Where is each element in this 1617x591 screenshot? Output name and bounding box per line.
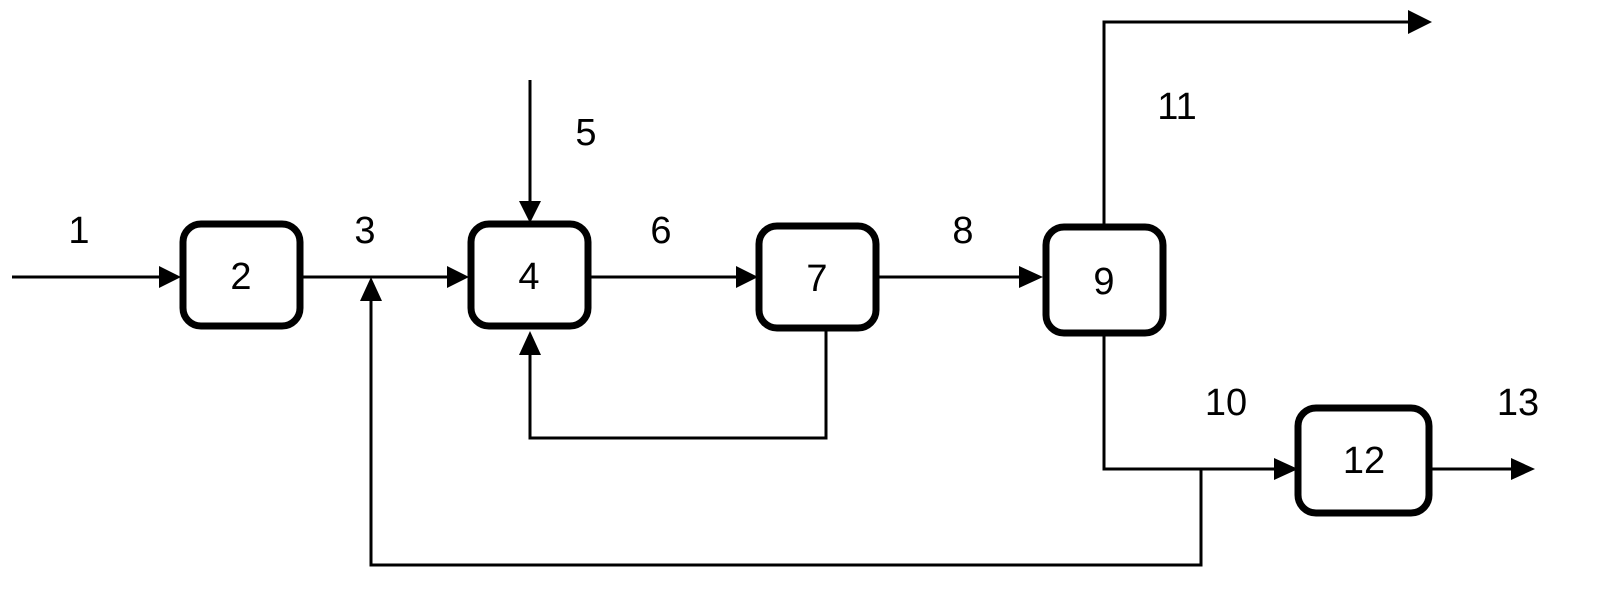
stream-8-arrowhead	[1019, 266, 1043, 288]
block-4-label: 4	[518, 256, 539, 298]
stream-3-label: 3	[354, 210, 375, 252]
stream-3-arrowhead	[447, 266, 469, 288]
stream-13-label: 13	[1497, 382, 1539, 424]
stream-11-arrowhead	[1408, 10, 1432, 34]
block-9-label: 9	[1093, 261, 1114, 303]
block-7	[755, 222, 880, 332]
stream-5-label: 5	[575, 112, 596, 154]
internal-recycle-arrowhead	[519, 331, 541, 355]
block-2-label: 2	[230, 256, 251, 298]
stream-11-label: 11	[1157, 86, 1196, 128]
block-12	[1294, 404, 1433, 517]
block-4	[467, 220, 592, 330]
outer-recycle-line	[369, 297, 1203, 567]
stream-8-label: 8	[952, 210, 973, 252]
outer-recycle-arrowhead	[360, 277, 382, 301]
stream-5-arrowhead	[519, 201, 541, 223]
stream-11-line	[1102, 20, 1412, 224]
stream-6-arrowhead	[736, 266, 758, 288]
stream-10-line	[1102, 335, 1282, 471]
stream-6-label: 6	[650, 210, 671, 252]
stream-1-arrowhead	[159, 266, 181, 288]
block-9	[1042, 223, 1167, 337]
block-12-label: 12	[1343, 440, 1385, 482]
block-2	[179, 220, 304, 330]
stream-1-label: 1	[68, 210, 89, 252]
stream-10-arrowhead	[1274, 458, 1298, 480]
stream-13-arrowhead	[1511, 458, 1535, 480]
internal-recycle-line	[528, 331, 828, 440]
block-7-label: 7	[806, 258, 827, 300]
stream-10-label: 10	[1205, 382, 1247, 424]
